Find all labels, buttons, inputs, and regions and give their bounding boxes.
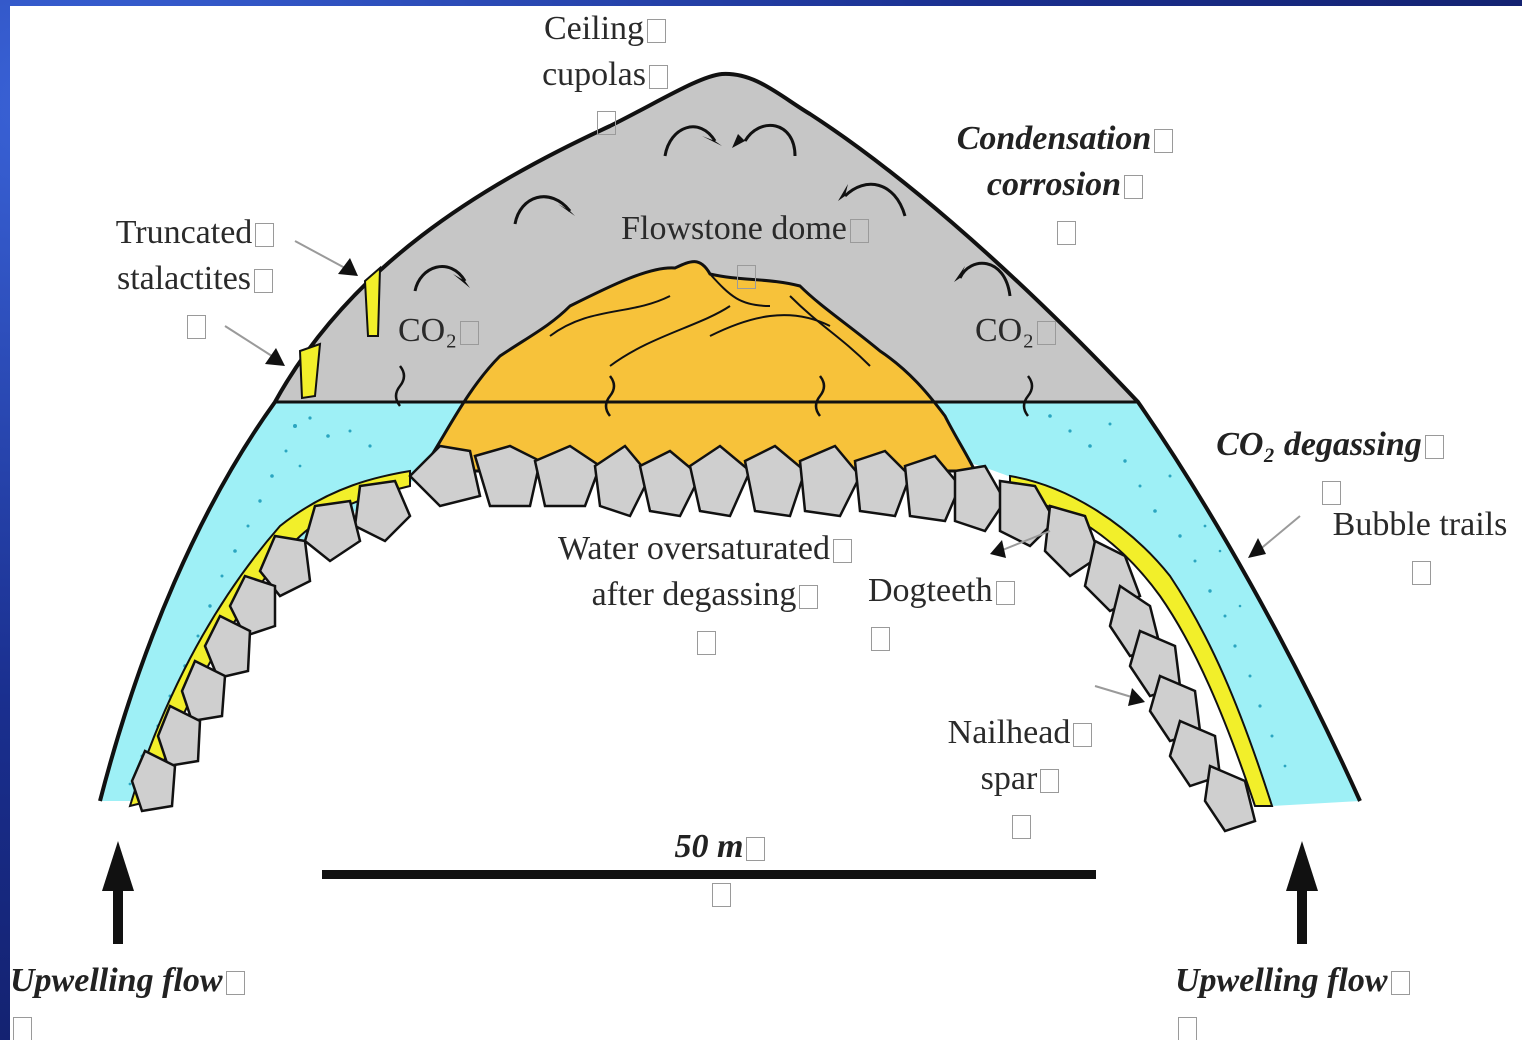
placeholder-box: [1425, 435, 1444, 459]
corrosion-text: corrosion: [987, 166, 1121, 203]
placeholder-box: [833, 539, 852, 563]
co2-right-text: CO₂: [975, 312, 1034, 349]
label-flowstone-dome: Flowstone dome: [595, 206, 895, 298]
stalactites-text: stalactites: [117, 260, 251, 297]
placeholder-box: [1154, 129, 1173, 153]
truncated-stalactite-1: [365, 268, 380, 336]
label-nailhead-spar: Nailhead spar: [930, 710, 1110, 848]
placeholder-box: [697, 631, 716, 655]
placeholder-box: [1412, 561, 1431, 585]
label-ceiling-cupolas: Ceiling cupolas: [520, 6, 690, 144]
placeholder-box: [187, 315, 206, 339]
placeholder-box: [647, 19, 666, 43]
spar-text: spar: [981, 760, 1038, 797]
bubble-trails-text: Bubble trails: [1333, 506, 1508, 543]
label-condensation-corrosion: Condensation corrosion: [935, 116, 1195, 254]
placeholder-box: [460, 321, 479, 345]
upwelling-left-text: Upwelling flow: [10, 962, 223, 999]
label-upwelling-left: Upwelling flow: [10, 958, 245, 1040]
placeholder-box: [996, 581, 1015, 605]
placeholder-box: [746, 837, 765, 861]
placeholder-box: [1391, 971, 1410, 995]
placeholder-box: [799, 585, 818, 609]
label-co2-degassing: CO₂ degassing: [1190, 422, 1470, 514]
placeholder-box: [850, 219, 869, 243]
placeholder-box: [226, 971, 245, 995]
placeholder-box: [1037, 321, 1056, 345]
label-scale: 50 m: [640, 824, 800, 916]
placeholder-box: [1124, 175, 1143, 199]
placeholder-box: [597, 111, 616, 135]
co2-left-text: CO₂: [398, 312, 457, 349]
placeholder-box: [254, 269, 273, 293]
after-degassing-text: after degassing: [592, 576, 797, 613]
placeholder-box: [649, 65, 668, 89]
diagram-panel: Ceiling cupolas Condensation corrosion T…: [10, 6, 1522, 1040]
placeholder-box: [1073, 723, 1092, 747]
label-co2-left: CO₂: [398, 308, 479, 354]
label-dogteeth: Dogteeth: [868, 568, 1038, 660]
co2-degassing-text: CO₂ degassing: [1216, 426, 1422, 463]
ceiling-text: Ceiling: [544, 10, 644, 47]
condensation-text: Condensation: [957, 120, 1152, 157]
placeholder-box: [1012, 815, 1031, 839]
placeholder-box: [1040, 769, 1059, 793]
label-truncated-stalactites: Truncated stalactites: [90, 210, 300, 348]
label-upwelling-right: Upwelling flow: [1175, 958, 1410, 1040]
label-water-oversaturated: Water oversaturated after degassing: [525, 526, 885, 664]
truncated-text: Truncated: [116, 214, 253, 251]
label-co2-right: CO₂: [975, 308, 1056, 354]
placeholder-box: [1178, 1017, 1197, 1040]
placeholder-box: [13, 1017, 32, 1040]
cupolas-text: cupolas: [542, 56, 646, 93]
placeholder-box: [737, 265, 756, 289]
water-oversaturated-text: Water oversaturated: [558, 530, 830, 567]
dogteeth-text: Dogteeth: [868, 572, 993, 609]
nailhead-text: Nailhead: [948, 714, 1071, 751]
scale-text: 50 m: [675, 828, 744, 865]
flowstone-dome-text: Flowstone dome: [621, 210, 847, 247]
placeholder-box: [712, 883, 731, 907]
upwelling-right-text: Upwelling flow: [1175, 962, 1388, 999]
placeholder-box: [1057, 221, 1076, 245]
label-bubble-trails: Bubble trails: [1315, 502, 1522, 594]
placeholder-box: [871, 627, 890, 651]
placeholder-box: [255, 223, 274, 247]
